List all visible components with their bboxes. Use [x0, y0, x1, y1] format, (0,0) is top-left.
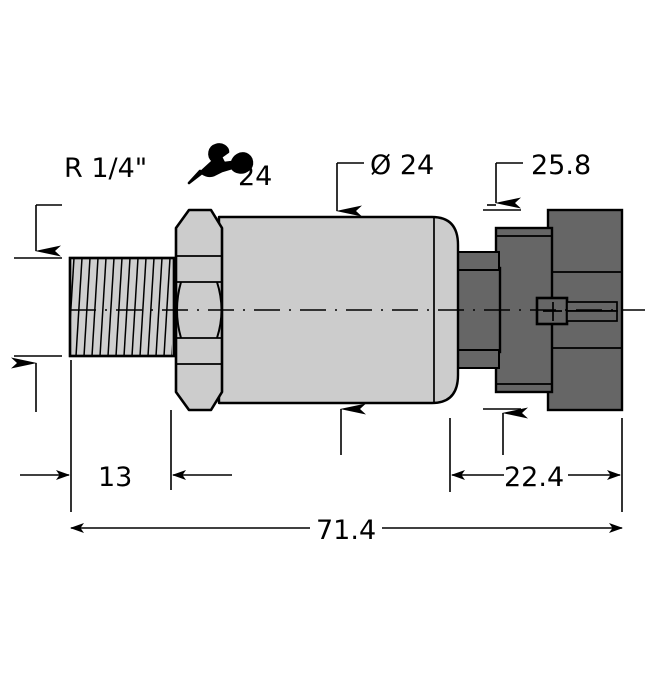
- connector-width-lower-arrow: [483, 407, 528, 455]
- thread-spec-label: R 1/4": [64, 153, 147, 184]
- body-diameter-label: Ø 24: [370, 150, 434, 181]
- dimension-connector-length: 22.4: [449, 418, 623, 512]
- wrench-size-label: 24: [238, 161, 272, 192]
- wrench-icon: [187, 143, 254, 185]
- dimension-body-diameter: Ø 24: [336, 150, 434, 217]
- thread-length-label: 13: [98, 462, 132, 493]
- connector-length-label: 22.4: [504, 462, 564, 493]
- dimension-thread-length: 13: [20, 360, 232, 512]
- thread-hatching: [70, 258, 172, 356]
- dimension-total-length: 71.4: [70, 515, 623, 546]
- wrench-size-annotation: 24: [187, 143, 272, 192]
- connector-width-label: 25.8: [531, 150, 591, 181]
- total-length-label: 71.4: [316, 515, 376, 546]
- dimension-thread-spec: R 1/4": [11, 153, 147, 412]
- dimension-connector-width: 25.8: [483, 150, 591, 211]
- sensor-main-body: [217, 215, 460, 405]
- threaded-connection: [68, 256, 176, 358]
- connector-latch: [535, 296, 618, 326]
- sensor-geometry: [68, 208, 645, 412]
